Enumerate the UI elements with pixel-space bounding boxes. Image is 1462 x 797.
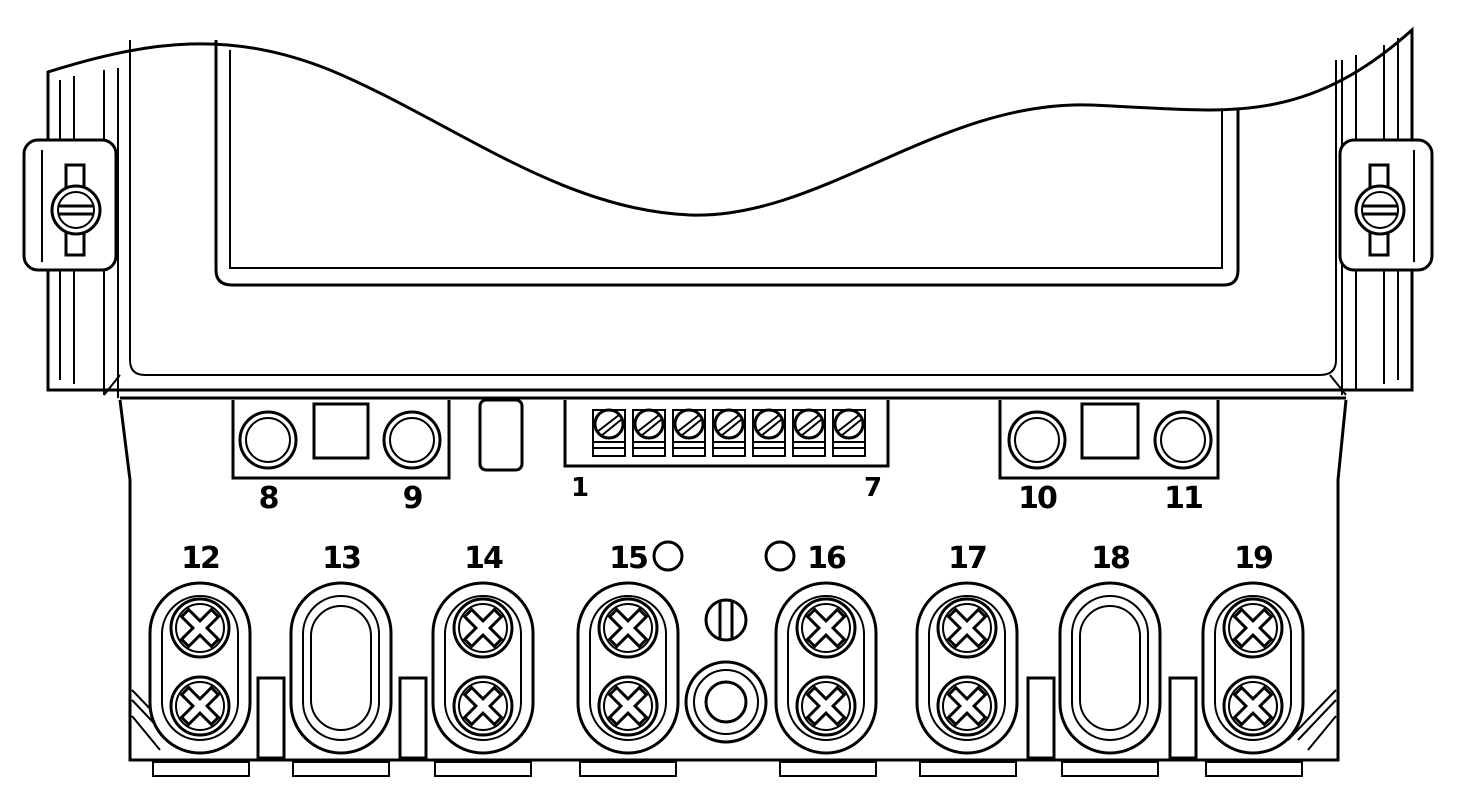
terminal-block-body bbox=[118, 399, 1348, 777]
terminal-16 bbox=[776, 583, 876, 753]
left-seal-hinge bbox=[22, 138, 118, 272]
terminal-15 bbox=[578, 583, 678, 753]
aux-terminal-group-right bbox=[998, 400, 1220, 480]
label-18: 18 bbox=[1091, 541, 1130, 576]
label-8: 8 bbox=[259, 481, 279, 516]
label-13: 13 bbox=[322, 541, 360, 576]
label-17: 17 bbox=[948, 541, 986, 576]
right-seal-hinge bbox=[1338, 138, 1434, 272]
terminal-labels: 1 7 8 9 10 11 12 13 14 15 16 17 18 19 bbox=[181, 473, 1274, 576]
label-14: 14 bbox=[464, 541, 503, 576]
small-terminal-strip bbox=[563, 400, 890, 468]
center-seal-screw bbox=[704, 598, 748, 642]
marker-circle-15 bbox=[652, 540, 684, 572]
terminal-12 bbox=[150, 583, 250, 753]
terminal-18 bbox=[1058, 581, 1162, 755]
center-round-boss bbox=[684, 660, 768, 744]
meter-housing-cover bbox=[46, 26, 1414, 400]
label-19: 19 bbox=[1234, 541, 1272, 576]
label-15: 15 bbox=[609, 541, 647, 576]
small-terminal-7 bbox=[831, 408, 867, 458]
label-12: 12 bbox=[181, 541, 219, 576]
label-7: 7 bbox=[864, 473, 882, 503]
terminal-14 bbox=[433, 583, 533, 753]
label-11: 11 bbox=[1164, 481, 1202, 516]
label-16: 16 bbox=[807, 541, 846, 576]
small-terminal-4 bbox=[711, 408, 747, 458]
terminal-13 bbox=[289, 581, 393, 755]
small-terminal-5 bbox=[751, 408, 787, 458]
small-terminal-3 bbox=[671, 408, 707, 458]
small-terminal-6 bbox=[791, 408, 827, 458]
label-9: 9 bbox=[403, 481, 422, 516]
small-terminal-1 bbox=[591, 408, 627, 458]
terminal-17 bbox=[917, 583, 1017, 753]
label-1: 1 bbox=[571, 473, 589, 503]
marker-circle-16 bbox=[764, 540, 796, 572]
label-10: 10 bbox=[1018, 481, 1057, 516]
aux-terminal-group-left bbox=[231, 398, 524, 480]
terminal-19 bbox=[1203, 583, 1303, 753]
small-terminal-2 bbox=[631, 408, 667, 458]
